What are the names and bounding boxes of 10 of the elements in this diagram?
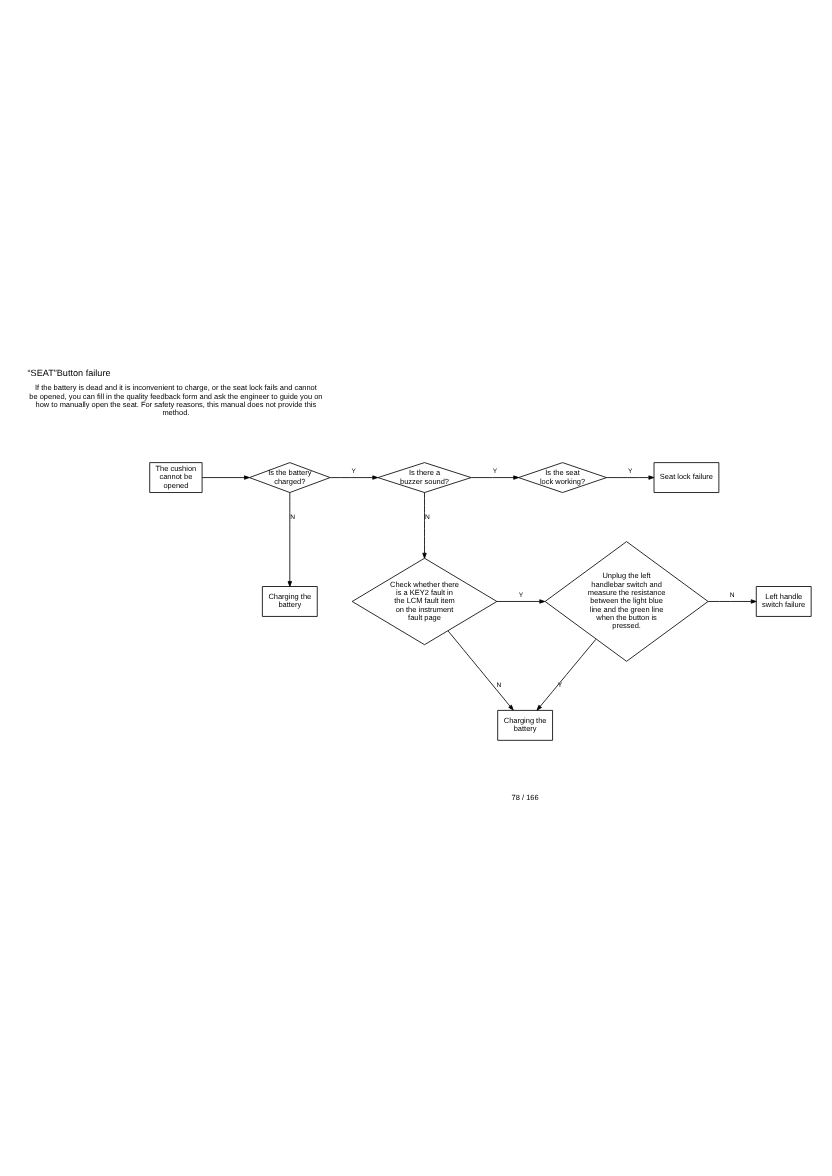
arrow — [422, 491, 427, 558]
arrow — [496, 598, 546, 603]
arrow — [329, 474, 379, 479]
arrow — [606, 474, 655, 479]
arrow — [536, 637, 597, 710]
arrow — [201, 474, 250, 479]
arrow — [707, 598, 757, 603]
arrow — [447, 629, 514, 710]
arrow — [470, 474, 520, 479]
arrow — [287, 491, 292, 586]
